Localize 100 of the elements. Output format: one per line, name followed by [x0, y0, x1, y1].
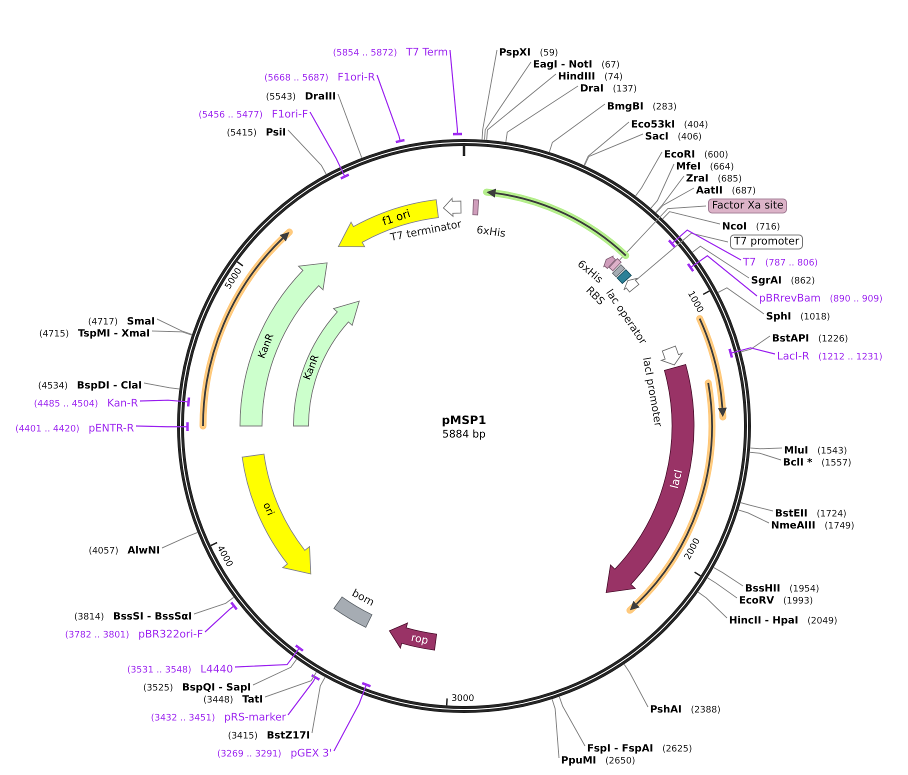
feature-label: f1 ori	[380, 207, 412, 228]
primer-range: (1212 .. 1231)	[818, 352, 883, 362]
cut-site-position: (687)	[732, 186, 756, 196]
enzyme-name: PpuMI	[561, 755, 596, 766]
leader-line	[668, 229, 742, 261]
enzyme-name: AatII	[696, 185, 723, 196]
primer-name: Kan-R	[107, 397, 138, 410]
feature-label: bom	[350, 587, 376, 609]
leader-line	[552, 698, 560, 758]
feature-tag: T7 promoter	[730, 234, 804, 250]
leader-line	[194, 596, 234, 614]
enzyme-name: BmgBI	[607, 101, 644, 112]
primer-name: LacI-R	[777, 350, 810, 362]
leader-line	[749, 452, 782, 460]
leader-line	[619, 206, 706, 260]
cut-site-position: (406)	[678, 132, 702, 142]
enzyme-name: NcoI	[722, 221, 747, 232]
enzyme-name: SphI	[766, 311, 792, 322]
leader-line	[338, 94, 362, 158]
enzyme-name: Eco53kI	[631, 119, 675, 130]
primer-range: (5854 .. 5872)	[332, 48, 398, 58]
primer-name: F1ori-R	[338, 71, 375, 84]
primer-name: pENTR-R	[88, 422, 134, 434]
leader-line	[204, 602, 238, 632]
leader-line	[718, 287, 764, 314]
cut-site-position: (4717)	[88, 317, 118, 328]
scale-label: 2000	[683, 536, 703, 562]
cut-site-position: (664)	[710, 162, 734, 172]
cut-site-position: (1724)	[816, 509, 847, 520]
cut-site-position: (5415)	[226, 128, 257, 138]
leader-line	[635, 152, 662, 196]
leader-line	[728, 347, 776, 358]
scale-label: 4000	[214, 544, 234, 569]
feature-label: lacI	[668, 468, 686, 490]
leader-line	[144, 382, 180, 390]
scale-label: 3000	[451, 694, 474, 704]
enzyme-name: PspXI	[499, 47, 531, 58]
primer-name: pBRrevBam	[759, 292, 821, 304]
leader-line	[656, 188, 694, 214]
enzyme-name: EcoRV	[739, 595, 774, 606]
leader-line	[136, 422, 189, 432]
enzyme-name: EagI - NotI	[533, 59, 592, 70]
leader-line	[288, 130, 327, 175]
enzyme-name: ZraI	[686, 173, 709, 184]
enzyme-name: TspMI - XmaI	[78, 328, 150, 340]
leader-line	[449, 50, 462, 136]
leader-line	[162, 532, 198, 548]
primer-range: (4485 .. 4504)	[34, 399, 98, 410]
primer-name: T7 Term	[406, 46, 448, 58]
primer-range: (3531 .. 3548)	[127, 665, 192, 676]
leader-line	[482, 50, 498, 140]
leader-line	[707, 577, 738, 598]
cut-site-position: (1954)	[789, 584, 820, 594]
primer-range: (3782 .. 3801)	[65, 630, 130, 640]
cut-site-position: (1749)	[824, 521, 854, 532]
primer-range: (3432 .. 3451)	[150, 713, 216, 724]
feature-label: KanR	[302, 354, 322, 382]
cut-site-position: (283)	[652, 102, 677, 112]
leader-line	[376, 74, 405, 144]
enzyme-name: BssHII	[745, 583, 780, 594]
leader-line	[234, 644, 304, 668]
enzyme-name: BstEII	[775, 508, 808, 520]
leader-line	[624, 664, 648, 708]
enzyme-name: MluI	[784, 445, 808, 456]
leader-line	[288, 674, 320, 716]
primer-name: pGEX 3'	[290, 747, 332, 760]
enzyme-name: MfeI	[676, 161, 701, 172]
leader-line	[740, 502, 774, 512]
leader-line	[750, 448, 782, 450]
primer-range: (5668 .. 5687)	[264, 73, 329, 84]
enzyme-name: BstZ17I	[266, 730, 310, 742]
leader-line	[584, 134, 644, 166]
cut-site-position: (5543)	[266, 92, 296, 102]
enzyme-name: DraIII	[304, 91, 336, 102]
enzyme-name: BclI *	[783, 457, 812, 468]
cut-site-position: (4534)	[38, 381, 68, 392]
enzyme-name: HincII - HpaI	[729, 615, 798, 626]
leader-line	[309, 112, 350, 180]
primer-name: F1ori-F	[272, 108, 308, 120]
cut-site-position: (600)	[704, 150, 728, 160]
leader-line	[584, 122, 630, 166]
cut-site-position: (716)	[756, 222, 780, 232]
cut-site-position: (2650)	[605, 756, 636, 766]
leader-line	[312, 676, 326, 734]
primer-range: (4401 .. 4420)	[15, 424, 80, 434]
primer-range: (5456 .. 5477)	[198, 110, 263, 120]
leader-line	[156, 318, 192, 335]
enzyme-name: DraI	[580, 83, 604, 94]
enzyme-name: NmeAIII	[771, 520, 816, 532]
plasmid-length: 5884 bp	[442, 428, 486, 442]
leader-line	[548, 104, 606, 152]
cut-site-position: (1557)	[821, 458, 852, 468]
enzyme-name: TatI	[242, 694, 263, 706]
leader-line	[486, 74, 556, 140]
cut-site-position: (1018)	[800, 312, 830, 322]
cut-site-position: (3448)	[203, 695, 234, 706]
enzyme-name: HindIII	[558, 71, 596, 82]
enzyme-name: BspDI - ClaI	[76, 380, 142, 392]
primer-range: (787 .. 806)	[765, 258, 818, 268]
cut-site-position: (137)	[612, 84, 637, 94]
